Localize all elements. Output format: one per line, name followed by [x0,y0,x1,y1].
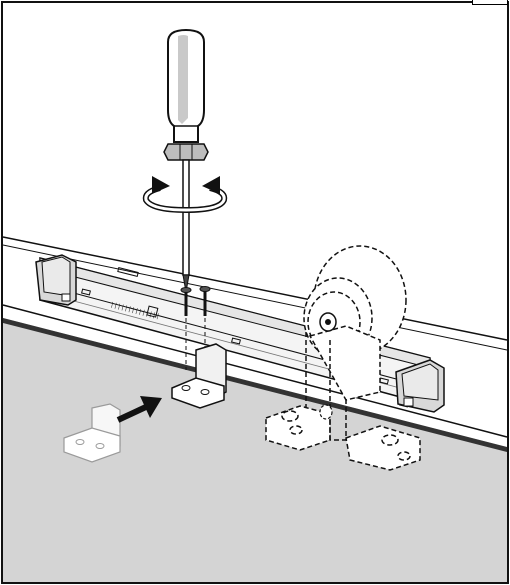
floor-edge [3,318,507,452]
pointer-arrow-icon [116,396,162,423]
ghost-bracket [63,403,121,463]
ceiling-line-2 [2,244,508,351]
screwdriver-icon [163,28,209,293]
roller-wheel-icon [265,245,421,471]
page-corner-tab [472,0,508,5]
rail-end-cap-left [35,254,77,306]
roller-axle [319,312,337,420]
floor-back-line [2,304,508,438]
ceiling-line [2,236,508,341]
rotation-arrow-icon [142,176,228,214]
floor-surface [3,318,507,582]
rail-end-cap-right [395,359,445,413]
bracket-icon [171,343,227,409]
